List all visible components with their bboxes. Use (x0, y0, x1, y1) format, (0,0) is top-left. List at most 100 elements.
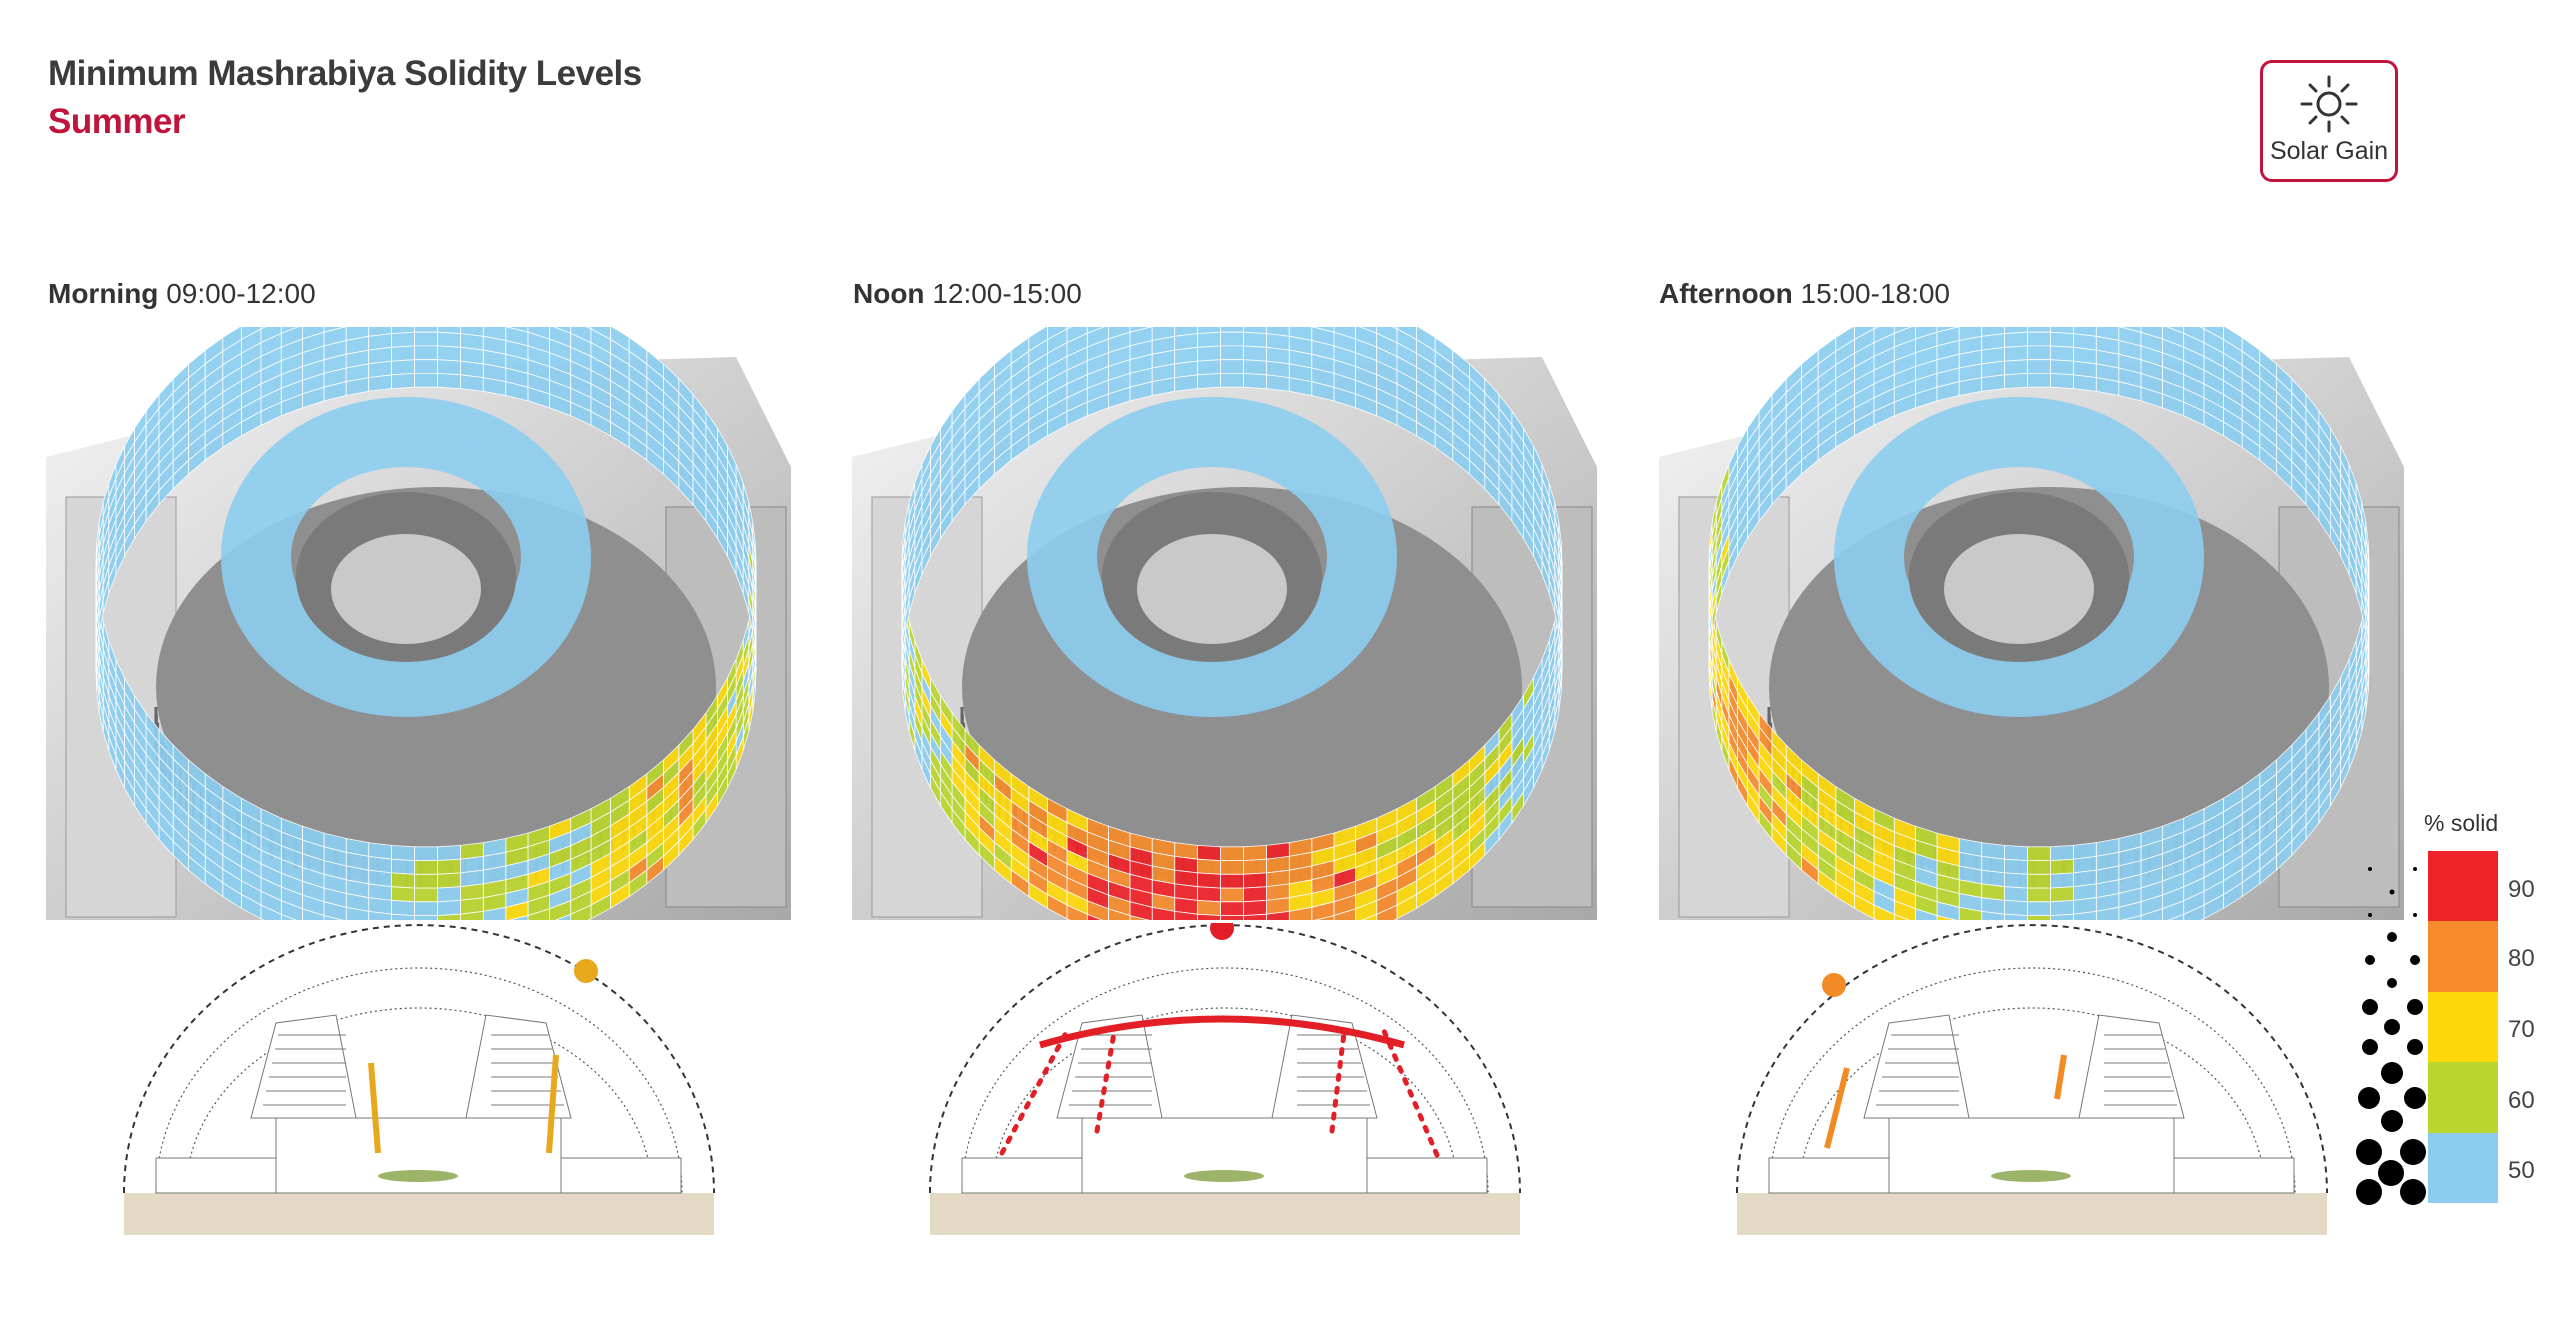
mashrabiya-panel (1243, 331, 1267, 348)
mashrabiya-panel (1129, 915, 1150, 920)
mashrabiya-panel (1086, 913, 1104, 920)
sun-position-icon (1822, 973, 1846, 997)
sky-arc-inner (1768, 967, 2296, 1194)
mashrabiya-panel (1151, 906, 1176, 920)
mashrabiya-panel (1914, 908, 1938, 920)
mashrabiya-panel (2004, 345, 2028, 362)
mashrabiya-panel (414, 345, 438, 361)
mashrabiya-panel (2004, 886, 2028, 903)
mashrabiya-panel (1243, 359, 1267, 376)
mashrabiya-panel (391, 899, 415, 917)
mashrabiya-panel (2027, 873, 2051, 889)
mashrabiya-panel (1197, 372, 1221, 390)
mashrabiya-panel (505, 901, 529, 920)
mashrabiya-panel (301, 908, 325, 920)
mashrabiya-panel (1243, 844, 1267, 862)
mashrabiya-panel (2027, 327, 2051, 333)
mashrabiya-panel (2050, 872, 2074, 889)
legend-label-50: 50 (2508, 1157, 2535, 1184)
mashrabiya-panel (414, 887, 438, 903)
mashrabiya-panel (437, 872, 461, 889)
mashrabiya-panel (414, 327, 438, 333)
mashrabiya-panel (1958, 906, 1983, 920)
mashrabiya-panel (391, 331, 415, 348)
section-afternoon (1736, 924, 2328, 1235)
mashrabiya-panel (391, 372, 415, 390)
mashrabiya-panel (1893, 913, 1911, 920)
legend-label-80: 80 (2508, 945, 2535, 972)
mashrabiya-panel (323, 915, 344, 920)
inner-ring (221, 397, 591, 717)
atrium-floor (1137, 534, 1287, 644)
shading-screen (368, 1062, 381, 1154)
mashrabiya-panel (1107, 908, 1131, 920)
render-afternoon (1659, 327, 2404, 920)
mashrabiya-panel (2367, 638, 2370, 673)
sky-arc-inner (155, 967, 683, 1194)
tower-left (1863, 1014, 1970, 1119)
mashrabiya-panel (1220, 901, 1244, 916)
mashrabiya-panel (2004, 858, 2028, 875)
mashrabiya-panel (2140, 908, 2164, 920)
mashrabiya-panel (2027, 359, 2051, 374)
atrium-plants (1184, 1170, 1264, 1182)
period-label: Noon (853, 278, 925, 309)
tower-right (1271, 1014, 1378, 1119)
mashrabiya-panel (1314, 915, 1335, 920)
mashrabiya-panel (1197, 886, 1221, 903)
sky-dome-arc (1736, 924, 2328, 1194)
mashrabiya-panel (1376, 904, 1398, 920)
mashrabiya-panel (391, 844, 415, 862)
mashrabiya-panel (2050, 372, 2074, 390)
mashrabiya-panel (437, 372, 461, 390)
mashrabiya-panel (368, 374, 392, 392)
ground (1737, 1193, 2327, 1235)
mashrabiya-panel (2050, 899, 2074, 917)
mashrabiya-panel (1981, 910, 2005, 920)
mashrabiya-panel (1243, 899, 1267, 917)
mashrabiya-panel (2027, 345, 2051, 361)
legend-swatch-80 (2428, 921, 2498, 992)
mashrabiya-panel (1266, 910, 1290, 920)
sky-arc-inner (961, 967, 1489, 1194)
legend-title: % solid (2424, 810, 2499, 836)
mashrabiya-panel (1174, 374, 1198, 392)
atrium-plants (1991, 1170, 2071, 1182)
mashrabiya-panel (1220, 860, 1244, 875)
sky-arc-inner (991, 1007, 1459, 1194)
mashrabiya-panel (1243, 913, 1267, 920)
mashrabiya-panel (1243, 345, 1267, 362)
legend-label-90: 90 (2508, 876, 2535, 903)
mashrabiya-panel (437, 844, 461, 862)
mashrabiya-panel (1220, 331, 1244, 347)
mashrabiya-panel (1220, 887, 1244, 903)
legend-swatch-70 (2428, 991, 2498, 1063)
legend-swatch-50 (2428, 1132, 2498, 1203)
mashrabiya-panel (482, 906, 507, 920)
mashrabiya-panel (2004, 913, 2028, 920)
building-section (1768, 1014, 2295, 1194)
shading-screen (1824, 1067, 1850, 1149)
mashrabiya-panel (414, 846, 438, 861)
mashrabiya-panel (1266, 374, 1290, 392)
mashrabiya-panel (1197, 345, 1221, 362)
mashrabiya-panel (414, 901, 438, 916)
mashrabiya-panel (570, 904, 592, 920)
section-noon (929, 923, 1521, 1235)
ground (124, 1193, 714, 1235)
mashrabiya-panel (1243, 886, 1267, 903)
shading-roof (1039, 1015, 1405, 1049)
shading-perforation (999, 1028, 1070, 1156)
mashrabiya-panel (1981, 374, 2005, 392)
mashrabiya-panel (437, 331, 461, 348)
mashrabiya-panel (2050, 345, 2074, 362)
mashrabiya-panel (2167, 913, 2185, 920)
mashrabiya-panel (1311, 901, 1335, 920)
mashrabiya-panel (414, 331, 438, 347)
mashrabiya-panel (345, 906, 370, 920)
mashrabiya-panel (1197, 844, 1221, 862)
mashrabiya-panel (2162, 900, 2185, 920)
mashrabiya-panel (2027, 860, 2051, 875)
mashrabiya-panel (2004, 372, 2028, 390)
mashrabiya-panel (437, 345, 461, 362)
